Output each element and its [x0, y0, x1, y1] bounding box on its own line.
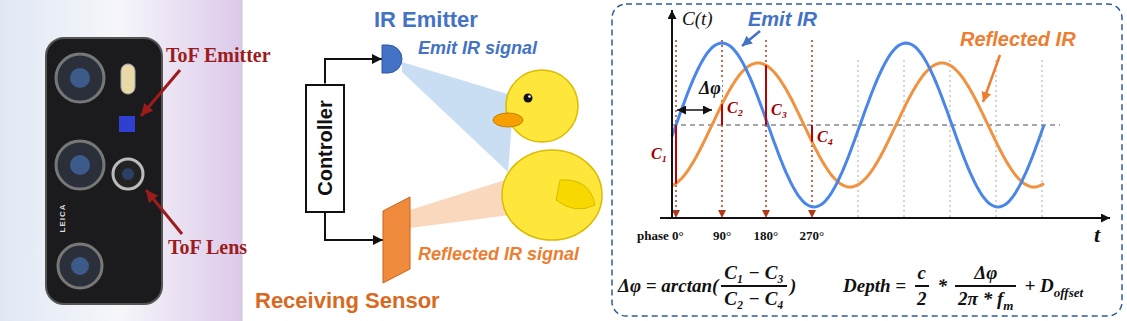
camera-module [46, 38, 162, 304]
depth-formula: Depth = c2 * Δφ2π * fm + Doffset [838, 262, 1083, 310]
chart-panel [612, 4, 1122, 316]
phase-formula: Δφ = arctan(C₁ − C₃C₂ − C₄) [618, 262, 796, 310]
y-axis [671, 10, 673, 218]
sample-label: C₄ [817, 128, 833, 146]
phase-shift-label: Δφ [698, 78, 722, 99]
formula-term: Δφ = arctan( [618, 275, 718, 297]
camera-lens [56, 141, 104, 189]
phase-label: 180° [754, 228, 779, 244]
phase-shift-arrow [677, 109, 712, 111]
receiving-sensor: Receiving Sensor [383, 197, 410, 283]
formula-term: c [915, 262, 929, 287]
duck-head [506, 70, 578, 142]
formula-term: * [938, 275, 948, 297]
sample-label: C₂ [727, 99, 743, 117]
sensor-heading: Receiving Sensor [255, 288, 440, 314]
wave-label: Reflected IR [960, 28, 1076, 51]
formula-term: offset [1054, 286, 1083, 301]
sample-bars [676, 65, 812, 183]
connector [325, 59, 382, 84]
camera-lens [58, 244, 102, 288]
reflected-wave [672, 63, 1044, 187]
camera-lens [71, 257, 89, 275]
phase-markers [672, 210, 816, 218]
camera-lens [56, 54, 104, 102]
leader-arrow [742, 31, 760, 46]
offset-term: + Doffset [1024, 275, 1083, 297]
midline [672, 124, 1060, 126]
duck [502, 150, 602, 240]
controller-box: Controller [305, 84, 345, 213]
formula-term: 2 [914, 287, 930, 310]
formula-term: C₂ − C₄ [721, 287, 787, 310]
x-axis [660, 217, 1110, 219]
formula-term: m [1003, 299, 1013, 314]
camera-lens [70, 155, 90, 175]
emitted-wave [672, 43, 1044, 207]
sample-label: C₃ [771, 101, 787, 119]
reflect-beam [410, 180, 510, 228]
duck-beak [493, 113, 523, 127]
camera-lens [70, 68, 90, 88]
formula-term: 2π * f [958, 288, 1003, 310]
formula-term: ) [790, 275, 796, 297]
phase-label: 270° [800, 228, 825, 244]
callout-label: ToF Emitter [166, 44, 271, 67]
sample-bar [675, 125, 677, 183]
leader-arrow [983, 55, 1000, 102]
formula-term: C₁ − C₃ [721, 262, 787, 287]
sample-label: C₁ [651, 145, 667, 163]
connector [325, 213, 383, 241]
node-outline [383, 197, 410, 283]
tof-lens-symbol [122, 168, 134, 180]
phase-label: 90° [713, 228, 731, 244]
flash [121, 64, 135, 94]
duck-eye [528, 95, 531, 98]
sample-bar [765, 65, 767, 125]
tof-emitter-symbol [119, 116, 135, 132]
fraction-denominator: 2π * fm [955, 285, 1016, 310]
callout-label: ToF Lens [168, 236, 247, 259]
emitter-shape [382, 45, 402, 73]
sample-bar [721, 104, 723, 125]
duck-eye [524, 94, 533, 103]
formula-term: Δφ [971, 262, 1000, 287]
brand-mark: LEICA [58, 204, 67, 233]
formula-term: Depth = [843, 275, 906, 297]
duck-wing [556, 180, 595, 209]
beam-label: Emit IR signal [418, 38, 537, 59]
wave-label: Emit IR [748, 8, 817, 31]
phase-label: phase 0° [637, 228, 684, 244]
controller-label: Controller [314, 100, 337, 196]
tof-lens-symbol [113, 159, 143, 189]
fraction: c2 [914, 262, 930, 310]
node-outline [382, 45, 402, 73]
beam-label: Reflected IR signal [418, 244, 579, 265]
axis-label: t [1094, 222, 1100, 248]
leader-arrow [146, 190, 182, 234]
leader-arrow [141, 70, 180, 116]
axis-label: C(t) [682, 8, 713, 30]
ir-emitter: IR Emitter [382, 45, 402, 73]
fraction: Δφ2π * fm [955, 262, 1016, 310]
sensor-shape [383, 197, 410, 283]
emitter-heading: IR Emitter [374, 7, 478, 33]
sample-bar [811, 125, 813, 142]
fraction: C₁ − C₃C₂ − C₄ [721, 262, 787, 310]
formula-term: + D [1024, 275, 1053, 297]
